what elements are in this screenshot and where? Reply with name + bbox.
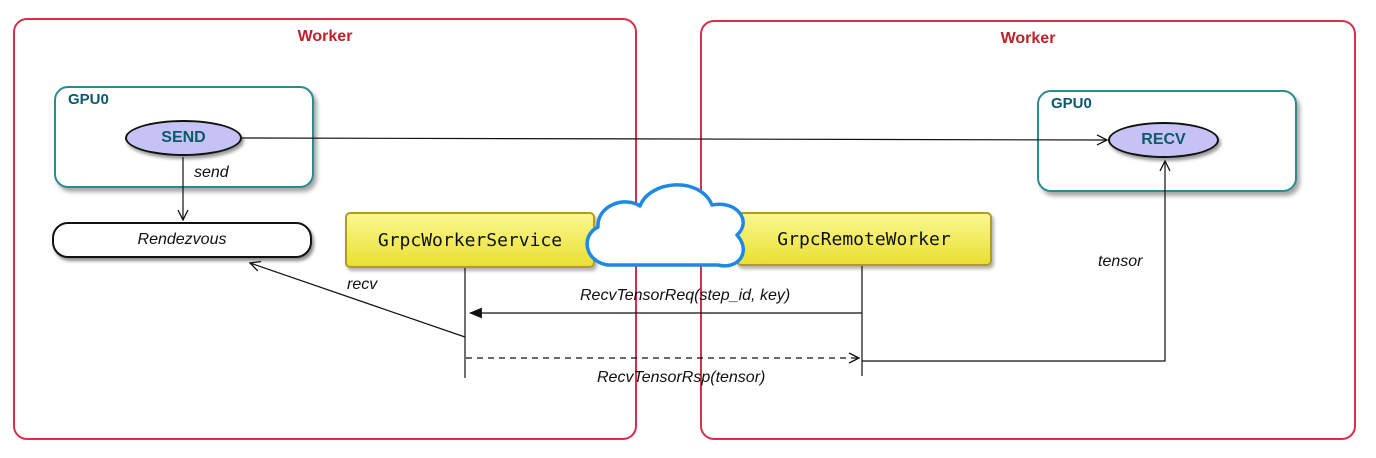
right-gpu-title: GPU0 — [1051, 95, 1092, 112]
left-gpu-title: GPU0 — [68, 91, 109, 108]
left-gpu-box: GPU0 — [54, 86, 314, 188]
cloud-icon — [585, 183, 745, 268]
left-worker-title: Worker — [297, 28, 353, 45]
grpc-worker-service-box: GrpcWorkerService — [345, 212, 595, 268]
response-label: RecvTensorRsp(tensor) — [597, 369, 766, 386]
grpc-remote-worker-box: GrpcRemoteWorker — [736, 212, 992, 266]
recv-label: recv — [347, 276, 378, 293]
recv-arrow — [250, 263, 466, 338]
tensor-label: tensor — [1098, 253, 1143, 270]
tensor-arrow — [862, 161, 1165, 362]
send-to-recv-arrow — [241, 138, 1107, 140]
send-op: SEND — [125, 120, 242, 156]
rendezvous-box: Rendezvous — [52, 222, 312, 258]
send-label: send — [194, 164, 229, 181]
right-worker-title: Worker — [1000, 30, 1056, 47]
recv-op: RECV — [1108, 122, 1219, 158]
request-label: RecvTensorReq(step_id, key) — [580, 287, 791, 304]
